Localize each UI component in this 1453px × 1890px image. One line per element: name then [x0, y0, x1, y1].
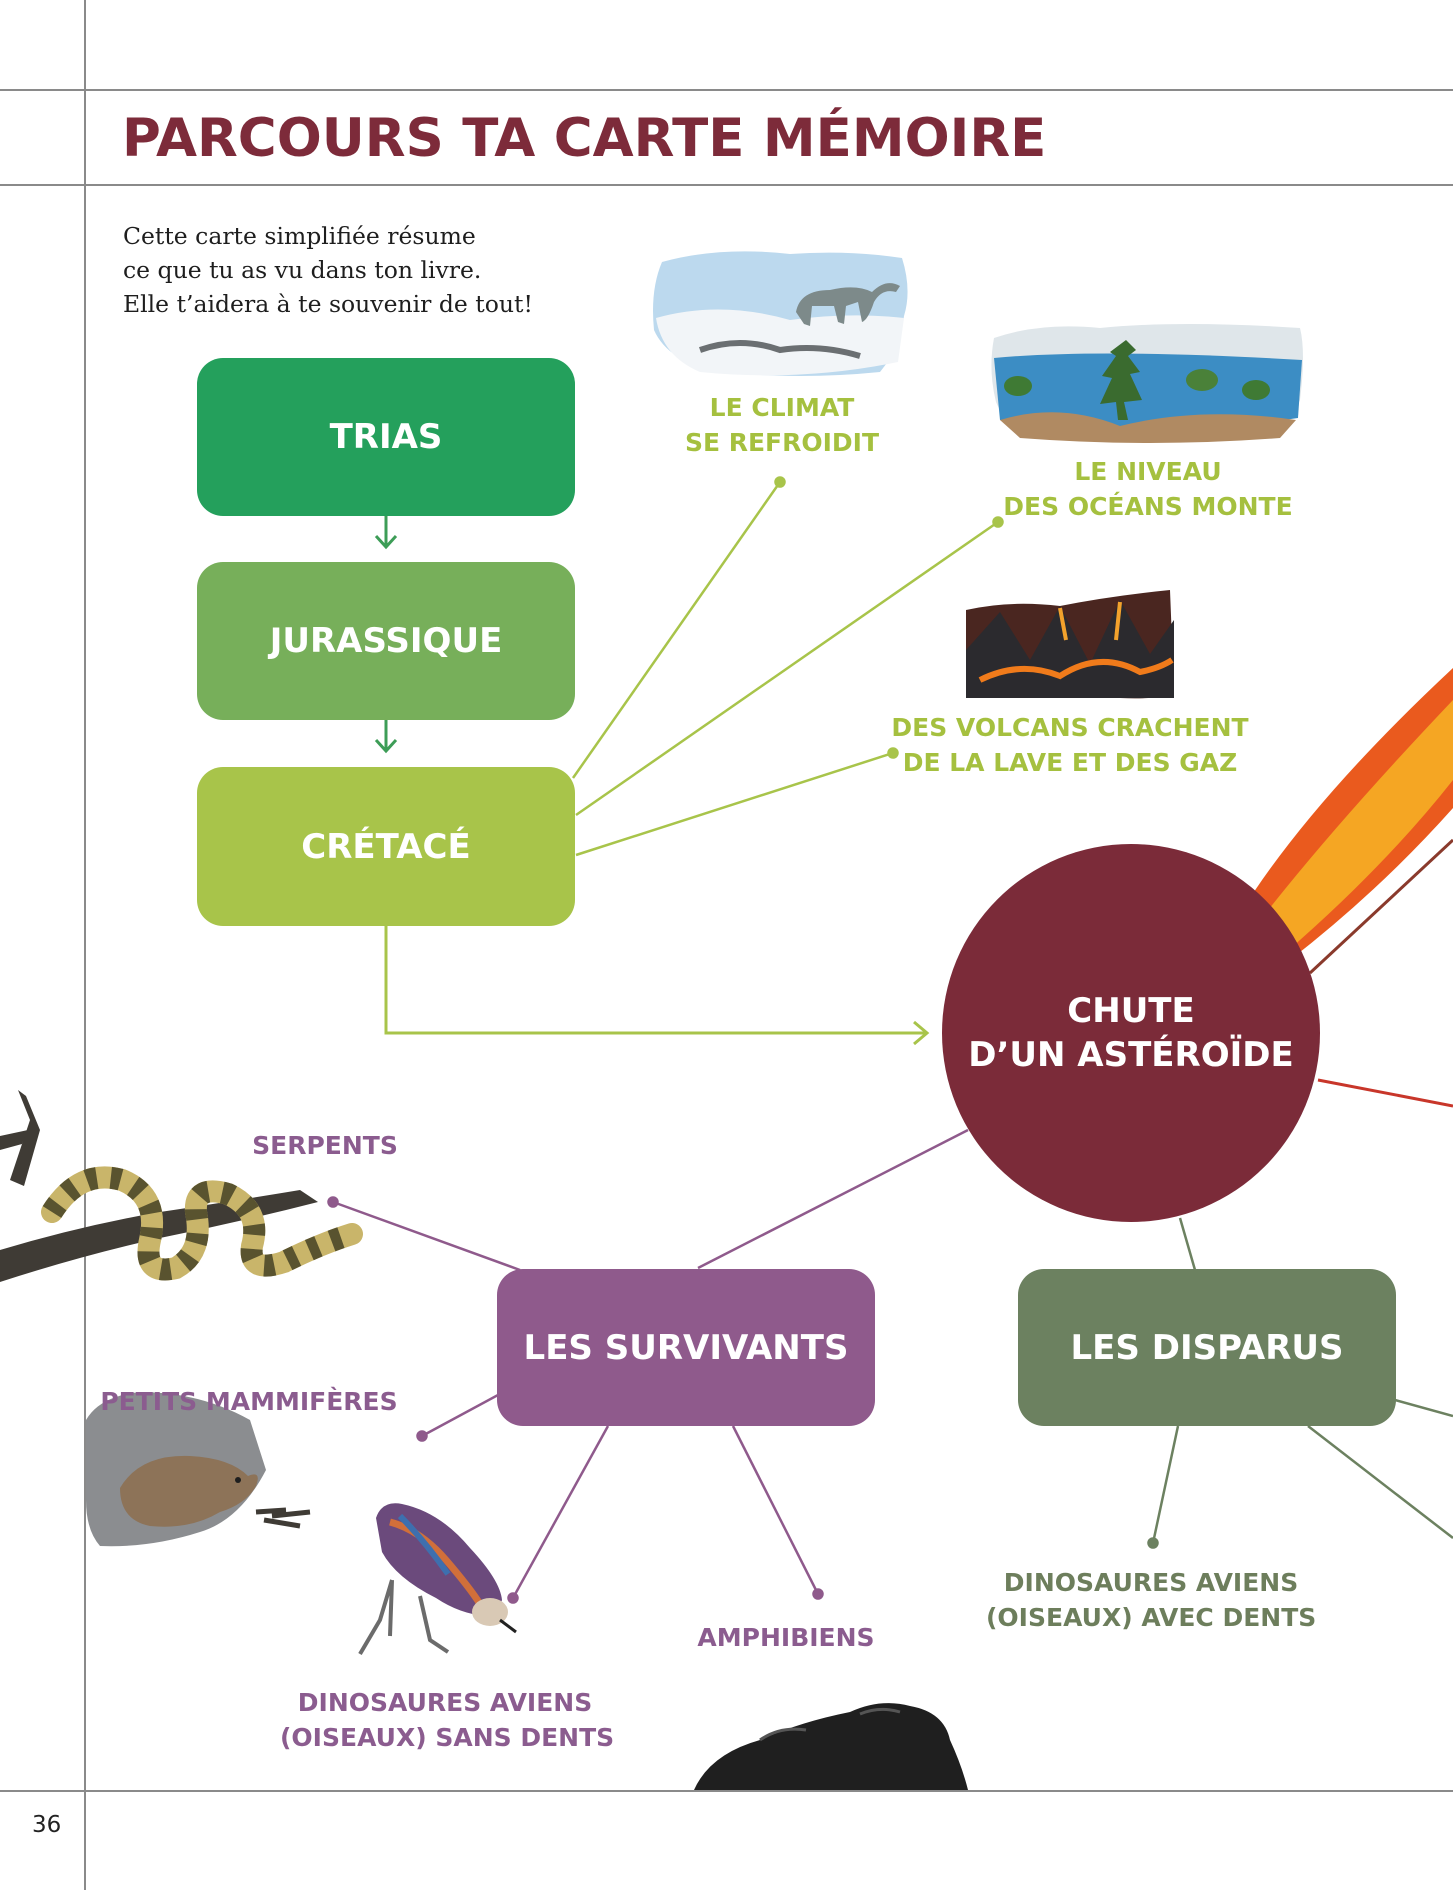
volcano-illustration: [966, 590, 1174, 699]
cause-label-oceans: LE NIVEAU DES OCÉANS MONTE: [1003, 457, 1293, 521]
cause-label-volcans: DES VOLCANS CRACHENT DE LA LAVE ET DES G…: [891, 713, 1249, 777]
mammal-illustration: [86, 1392, 311, 1547]
event-label-line: D’UN ASTÉROÏDE: [968, 1035, 1294, 1075]
period-label: CRÉTACÉ: [301, 826, 471, 867]
survivors-label: LES SURVIVANTS: [523, 1327, 849, 1368]
period-label: JURASSIQUE: [269, 621, 503, 661]
extinct-label-oiseaux-avec-dents: DINOSAURES AVIENS (OISEAUX) AVEC DENTS: [986, 1568, 1317, 1632]
footer-rule: [0, 1790, 1453, 1792]
period-label: TRIAS: [329, 417, 443, 457]
survivors-box: LES SURVIVANTS: [497, 1269, 875, 1426]
event-label-line: CHUTE: [1067, 991, 1195, 1031]
survivor-label-serpents: SERPENTS: [252, 1131, 398, 1160]
intro-line: ce que tu as vu dans ton livre.: [123, 256, 482, 284]
header-rule-bottom: [0, 184, 1453, 186]
header-rule-top: [0, 89, 1453, 91]
snake-illustration: [0, 1090, 363, 1282]
extinct-box: LES DISPARUS: [1018, 1269, 1396, 1426]
extinct-label: LES DISPARUS: [1070, 1327, 1344, 1368]
cause-connectors: [571, 476, 1004, 857]
intro-line: Cette carte simplifiée résume: [123, 222, 476, 250]
period-arrows: [374, 516, 398, 754]
climate-illustration: [653, 251, 908, 376]
offpage-connector: [1308, 838, 1453, 975]
asteroid-event-node: CHUTE D’UN ASTÉROÏDE: [942, 844, 1320, 1222]
intro-line: Elle t’aidera à te souvenir de tout!: [123, 290, 533, 318]
offpage-connector: [1317, 1078, 1453, 1108]
bird-illustration: [358, 1503, 517, 1656]
survivor-connectors: [327, 1128, 969, 1604]
margin-rule-vertical: [84, 0, 86, 1890]
cretace-to-asteroid-arrow: [384, 926, 930, 1046]
survivor-label-amphibiens: AMPHIBIENS: [697, 1623, 875, 1652]
period-box-cretace: CRÉTACÉ: [197, 767, 575, 926]
page-number: 36: [32, 1812, 62, 1838]
survivor-label-mammiferes: PETITS MAMMIFÈRES: [100, 1387, 398, 1416]
page-title: PARCOURS TA CARTE MÉMOIRE: [122, 108, 1047, 169]
period-box-jurassique: JURASSIQUE: [197, 562, 575, 720]
cause-label-climat: LE CLIMAT SE REFROIDIT: [684, 393, 880, 457]
amphibian-illustration: [694, 1703, 968, 1790]
intro-text: Cette carte simplifiée résume ce que tu …: [123, 219, 583, 321]
extinct-connectors: [1147, 1217, 1453, 1549]
period-box-trias: TRIAS: [197, 358, 575, 516]
ocean-illustration: [991, 324, 1303, 443]
survivor-label-oiseaux-sans-dents: DINOSAURES AVIENS (OISEAUX) SANS DENTS: [280, 1688, 615, 1752]
